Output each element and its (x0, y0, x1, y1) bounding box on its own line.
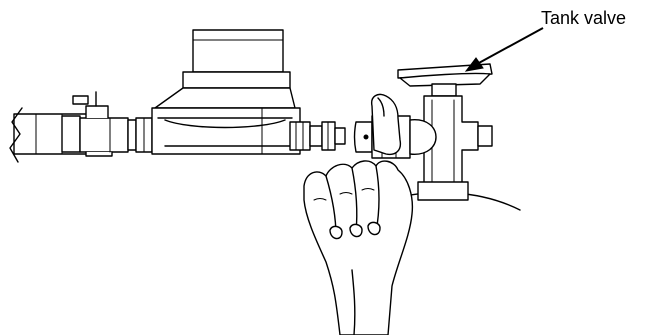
hex-nut (128, 118, 152, 152)
tank-valve-label: Tank valve (541, 9, 626, 27)
pol-connector (310, 122, 345, 150)
regulator (152, 30, 310, 154)
tank-valve-callout-arrow (466, 28, 543, 71)
hose-fitting (73, 92, 128, 156)
